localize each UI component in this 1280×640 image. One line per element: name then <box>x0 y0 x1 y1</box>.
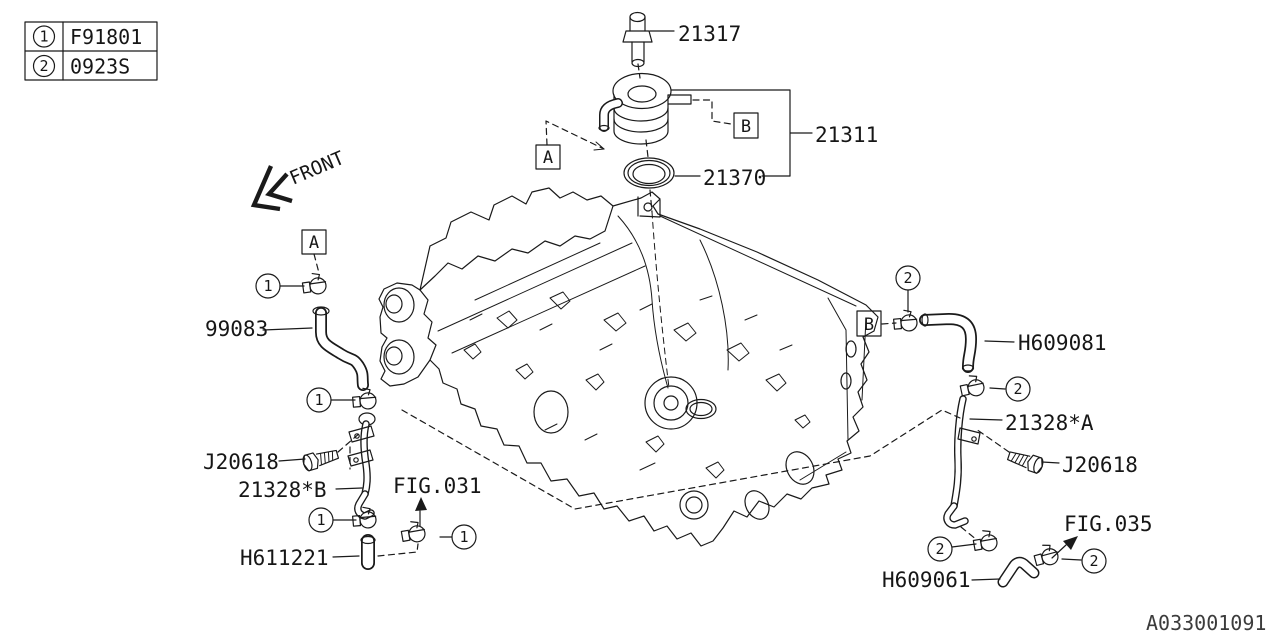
callout-1-clamp-a: 1 <box>255 273 281 299</box>
gasket-21370 <box>623 157 675 189</box>
hose-h609061 <box>997 556 1040 588</box>
oil-cooler-assembly <box>598 11 692 189</box>
callout-1-clamp-c: 1 <box>308 507 334 533</box>
hose-clamp-2a <box>892 308 919 333</box>
pipe-21328b <box>347 412 376 520</box>
legend-callout-2: 2 <box>39 57 48 75</box>
fig035-arrow-icon <box>1051 536 1078 559</box>
svg-text:1: 1 <box>459 528 468 546</box>
bolt-j20618-left <box>300 446 341 473</box>
callout-box-a-top-label: A <box>543 148 553 168</box>
connector-bolt-21317 <box>622 11 653 68</box>
part-label-fig031: FIG.031 <box>393 474 482 498</box>
callout-box-a-left-label: A <box>309 233 319 253</box>
hose-99083 <box>312 306 369 391</box>
svg-text:2: 2 <box>1089 552 1098 570</box>
front-direction-marker: FRONT <box>250 147 348 212</box>
callout-box-b-top-label: B <box>741 117 751 137</box>
oil-cooler-body <box>598 72 692 145</box>
svg-text:1: 1 <box>314 391 323 409</box>
callout-box-b-right-label: B <box>864 315 874 335</box>
diagram-number: A033001091 <box>1146 611 1266 635</box>
part-label-21317: 21317 <box>678 22 741 46</box>
callout-1-clamp-d: 1 <box>451 524 477 550</box>
part-label-h609081: H609081 <box>1018 331 1107 355</box>
legend-callout-2-circle <box>32 54 56 78</box>
hose-h611221 <box>360 534 376 570</box>
engine-block-drawing <box>378 187 879 547</box>
callout-box-a-top: A <box>535 144 561 170</box>
legend-callout-1-circle <box>32 25 56 48</box>
fig031-arrow-icon <box>415 497 427 527</box>
callout-2-clamp-a: 2 <box>895 265 921 291</box>
part-label-h611221: H611221 <box>240 546 329 570</box>
callout-2-clamp-d: 2 <box>1081 548 1107 574</box>
bolt-j20618-right <box>1005 447 1046 475</box>
hose-clamp-2b <box>958 372 987 400</box>
part-label-21370: 21370 <box>703 166 766 190</box>
hose-h609081 <box>919 313 977 373</box>
front-arrow-icon <box>250 165 281 212</box>
svg-text:1: 1 <box>263 277 272 295</box>
part-label-h609061: H609061 <box>882 568 971 592</box>
front-label: FRONT <box>286 147 347 190</box>
part-labels: 21317 21311 21370 99083 J20618 21328*B F… <box>203 22 1153 592</box>
callout-2-clamp-b: 2 <box>1005 376 1031 402</box>
legend-code-1: F91801 <box>70 25 142 49</box>
hidden-part-dashed-lines <box>313 63 1010 557</box>
legend-code-2: 0923S <box>70 55 130 79</box>
part-label-fig035: FIG.035 <box>1064 512 1153 536</box>
left-hose-group <box>300 271 427 570</box>
callout-1-clamp-b: 1 <box>306 387 332 413</box>
callout-box-b-right: B <box>856 310 882 337</box>
part-label-21311: 21311 <box>815 123 878 147</box>
callout-2-clamp-c: 2 <box>927 536 953 562</box>
part-label-j20618-right: J20618 <box>1062 453 1138 477</box>
svg-text:2: 2 <box>903 269 912 287</box>
hose-clamp-1a <box>300 271 328 297</box>
part-label-99083: 99083 <box>205 317 268 341</box>
part-label-j20618-left: J20618 <box>203 450 279 474</box>
svg-text:2: 2 <box>935 540 944 558</box>
hose-clamp-1d-fig031 <box>399 519 427 545</box>
right-hose-group <box>892 308 1078 588</box>
part-label-21328a: 21328*A <box>1005 411 1094 435</box>
svg-text:1: 1 <box>316 511 325 529</box>
leader-lines <box>262 30 1082 581</box>
pipe-21328a <box>943 395 981 529</box>
svg-text:2: 2 <box>1013 380 1022 398</box>
hose-clamp-2c <box>971 528 999 554</box>
callout-box-b-top: B <box>733 112 759 139</box>
legend-callout-1: 1 <box>39 28 48 46</box>
circled-callouts: 1 1 1 1 2 2 2 2 <box>255 265 1107 574</box>
part-label-21328b: 21328*B <box>238 478 327 502</box>
legend-table: 1 F91801 2 0923S <box>24 21 158 81</box>
callout-box-a-left: A <box>301 229 327 255</box>
